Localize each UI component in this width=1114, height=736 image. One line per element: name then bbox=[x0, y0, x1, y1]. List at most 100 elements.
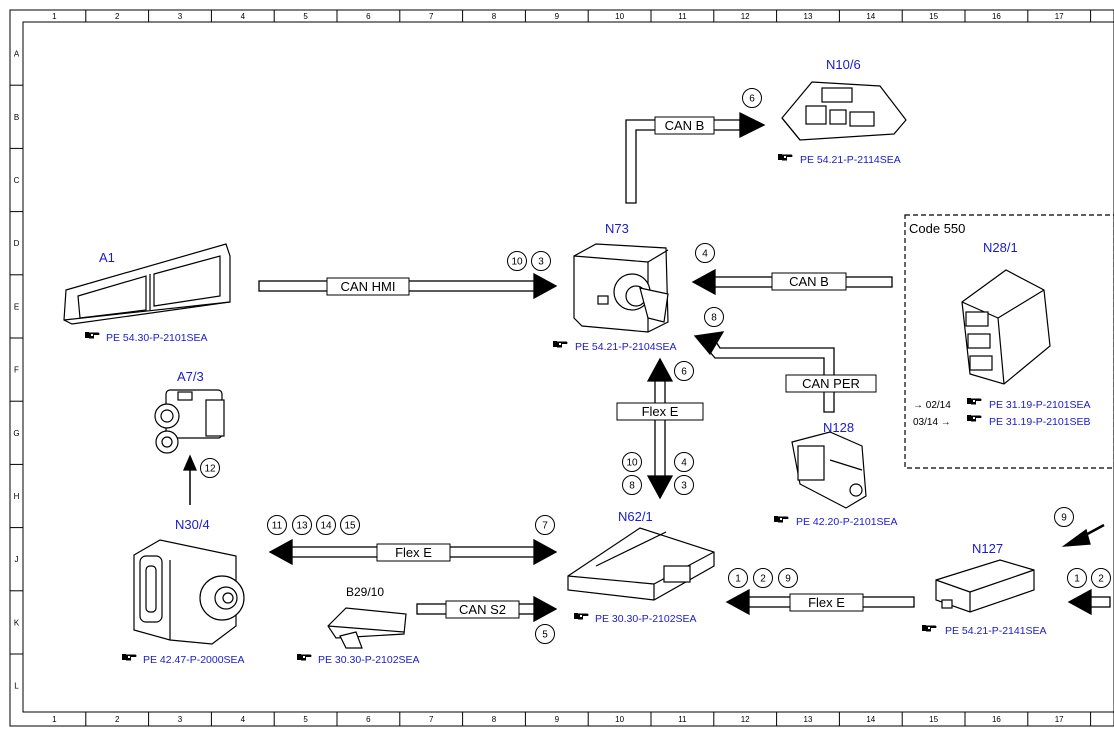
n62-1-label: N62/1 bbox=[618, 509, 653, 524]
n30-4-drawing bbox=[133, 539, 245, 645]
number-circle: 3 bbox=[674, 475, 694, 495]
number-circle: 2 bbox=[753, 568, 773, 588]
grid-column-label: 4 bbox=[241, 12, 246, 21]
n73-ref: PE 54.21-P-2104SEA bbox=[575, 341, 677, 353]
n10-6-ref: PE 54.21-P-2114SEA bbox=[800, 154, 901, 166]
grid-row-label: J bbox=[15, 555, 19, 564]
n73-label: N73 bbox=[605, 221, 629, 236]
bus-label-can-hmi: CAN HMI bbox=[341, 279, 396, 294]
grid-column-label: 15 bbox=[929, 12, 938, 21]
grid-column-label: 13 bbox=[804, 715, 813, 724]
svg-text:6: 6 bbox=[749, 94, 755, 105]
n128-label: N128 bbox=[823, 420, 854, 435]
grid-column-label: 4 bbox=[241, 715, 246, 724]
grid-column-label: 2 bbox=[115, 12, 120, 21]
n28-1-ref2: PE 31.19-P-2101SEB bbox=[989, 416, 1091, 428]
number-circle: 9 bbox=[1054, 507, 1074, 527]
svg-text:5: 5 bbox=[542, 630, 548, 641]
grid-row-label: E bbox=[14, 302, 19, 311]
component-n62-1: N62/1 PE 30.30-P-2102SEA bbox=[567, 509, 715, 625]
grid-column-label: 7 bbox=[429, 715, 434, 724]
svg-text:2: 2 bbox=[1098, 574, 1104, 585]
grid-column-label: 1 bbox=[52, 12, 57, 21]
grid-column-label: 6 bbox=[366, 715, 371, 724]
svg-text:11: 11 bbox=[272, 521, 283, 532]
component-n30-4: N30/4 PE 42.47-P-2000SEA bbox=[122, 517, 245, 666]
n73-ignition-switch-drawing bbox=[573, 243, 669, 333]
number-circle: 13 bbox=[292, 515, 312, 535]
svg-text:8: 8 bbox=[711, 313, 717, 324]
grid-column-label: 8 bbox=[492, 715, 497, 724]
svg-text:1: 1 bbox=[1074, 574, 1080, 585]
grid-row-label: L bbox=[14, 682, 19, 691]
grid-column-label: 2 bbox=[115, 715, 120, 724]
grid-column-label: 5 bbox=[303, 12, 308, 21]
grid-column-label: 9 bbox=[555, 12, 560, 21]
grid-column-label: 9 bbox=[555, 715, 560, 724]
n10-6-label: N10/6 bbox=[826, 57, 861, 72]
b29-10-drawing bbox=[327, 607, 407, 649]
grid-column-label: 6 bbox=[366, 12, 371, 21]
svg-text:9: 9 bbox=[1061, 513, 1067, 524]
component-n73: N73 PE 54.21-P-2104SEA bbox=[553, 221, 677, 353]
n127-ref: PE 54.21-P-2141SEA bbox=[945, 625, 1047, 637]
grid-column-label: 3 bbox=[178, 12, 183, 21]
signal-numbers: 6 10 3 4 8 6 12 10 4 8 3 11 13 14 15 7 5… bbox=[200, 88, 1111, 644]
svg-text:4: 4 bbox=[702, 249, 708, 260]
number-circle: 12 bbox=[200, 458, 220, 478]
grid-column-label: 17 bbox=[1055, 12, 1064, 21]
svg-text:8: 8 bbox=[629, 481, 635, 492]
number-circle: 10 bbox=[622, 452, 642, 472]
number-circle: 4 bbox=[695, 243, 715, 263]
grid-column-label: 10 bbox=[615, 715, 624, 724]
b29-10-ref: PE 30.30-P-2102SEA bbox=[318, 654, 420, 666]
a7-3-label: A7/3 bbox=[177, 369, 204, 384]
n62-1-drawing bbox=[567, 527, 715, 601]
component-n127: N127 PE 54.21-P-2141SEA bbox=[922, 541, 1047, 637]
bus-labels: CAN B CAN HMI CAN B CAN PER Flex E Flex … bbox=[326, 116, 877, 619]
number-circle: 1 bbox=[728, 568, 748, 588]
number-circle: 8 bbox=[704, 307, 724, 327]
svg-text:9: 9 bbox=[785, 574, 791, 585]
n30-4-label: N30/4 bbox=[175, 517, 210, 532]
svg-text:3: 3 bbox=[538, 257, 544, 268]
grid-column-label: 12 bbox=[741, 12, 750, 21]
component-n10-6: N10/6 PE 54.21-P-2114SEA bbox=[778, 57, 907, 166]
svg-text:14: 14 bbox=[320, 521, 332, 532]
grid-row-label: A bbox=[14, 50, 20, 59]
grid-column-label: 17 bbox=[1055, 715, 1064, 724]
svg-text:10: 10 bbox=[626, 458, 638, 469]
bus-label-flex-e-bottom: Flex E bbox=[808, 595, 845, 610]
bus-label-can-b-right: CAN B bbox=[789, 274, 829, 289]
n28-1-label: N28/1 bbox=[983, 240, 1018, 255]
grid-column-label: 11 bbox=[678, 715, 687, 724]
n128-ref: PE 42.20-P-2101SEA bbox=[796, 516, 898, 528]
number-circle: 15 bbox=[340, 515, 360, 535]
b29-10-label: B29/10 bbox=[346, 585, 384, 599]
n28-1-ref1: PE 31.19-P-2101SEA bbox=[989, 399, 1091, 411]
bus-label-can-s2: CAN S2 bbox=[459, 602, 506, 617]
grid-row-label: F bbox=[14, 366, 19, 375]
n127-drawing bbox=[935, 559, 1035, 613]
svg-text:4: 4 bbox=[681, 458, 687, 469]
svg-text:3: 3 bbox=[681, 481, 687, 492]
number-circle: 10 bbox=[507, 251, 527, 271]
n28-1-ref2-prefix: 03/14 → bbox=[913, 417, 951, 428]
svg-text:13: 13 bbox=[296, 521, 308, 532]
n62-1-ref: PE 30.30-P-2102SEA bbox=[595, 613, 697, 625]
bus-label-flex-e-left: Flex E bbox=[395, 545, 432, 560]
a1-ref: PE 54.30-P-2101SEA bbox=[106, 332, 208, 344]
code-550-title: Code 550 bbox=[909, 221, 965, 236]
number-circle: 9 bbox=[778, 568, 798, 588]
number-circle: 1 bbox=[1067, 568, 1087, 588]
n128-drawing bbox=[791, 431, 867, 509]
svg-text:10: 10 bbox=[511, 257, 523, 268]
a7-3-drawing bbox=[154, 389, 225, 454]
number-circle: 5 bbox=[535, 624, 555, 644]
n30-4-ref: PE 42.47-P-2000SEA bbox=[143, 654, 245, 666]
component-n128: N128 PE 42.20-P-2101SEA bbox=[774, 420, 898, 528]
grid-column-label: 13 bbox=[804, 12, 813, 21]
code-550-box: Code 550 N28/1 → 02/14 PE 31.19-P-2101SE… bbox=[904, 214, 1114, 469]
